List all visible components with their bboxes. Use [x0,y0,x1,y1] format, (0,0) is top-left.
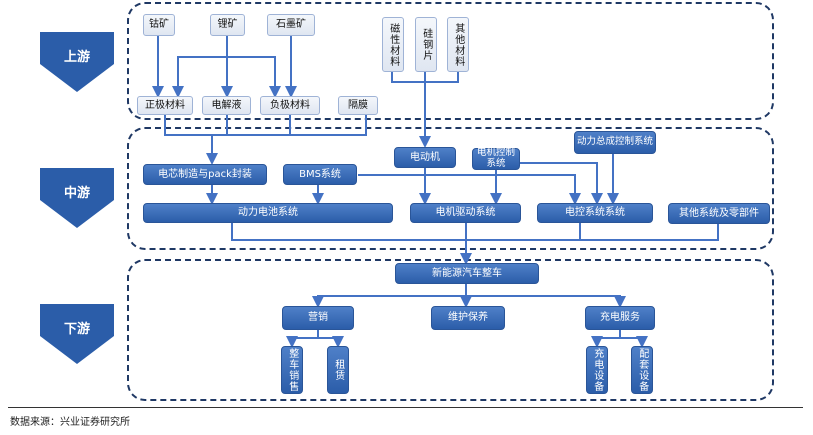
electronic-control-node: 电控系统系统 [537,203,653,223]
midstream-chevron: 中游 [40,168,114,228]
other-parts-node: 其他系统及零部件 [668,203,770,224]
cobalt-mine-node: 钴矿 [143,14,175,36]
magnetic-material-node: 磁性材料 [382,17,404,72]
separator-node: 隔膜 [338,96,378,115]
cathode-material-node: 正极材料 [137,96,193,115]
other-materials-node: 其他材料 [447,17,469,72]
motor-drive-node: 电机驱动系统 [410,203,521,223]
silicon-steel-node: 硅钢片 [415,17,437,72]
graphite-mine-node: 石墨矿 [267,14,315,36]
charging-equipment-node: 充电设备 [586,346,608,394]
motor-node: 电动机 [394,147,456,168]
upstream-zone [127,2,774,120]
midstream-label: 中游 [63,186,90,201]
lithium-mine-node: 锂矿 [210,14,245,36]
new-energy-vehicle-node: 新能源汽车整车 [395,263,539,284]
electrolyte-node: 电解液 [202,96,251,115]
vehicle-sales-node: 整车销售 [281,346,303,394]
motor-control-node: 电机控制系统 [472,147,520,170]
charging-service-node: 充电服务 [585,306,655,330]
source-note: 数据来源：兴业证券研究所 [10,417,130,428]
footer-rule [8,407,803,408]
anode-material-node: 负极材料 [260,96,320,115]
powertrain-control-node: 动力总成控制系统 [574,131,656,154]
upstream-label: 上游 [63,50,90,65]
sales-node: 营销 [282,306,354,330]
maintenance-node: 维护保养 [431,306,505,330]
supporting-equipment-node: 配套设备 [631,346,653,394]
bms-node: BMS系统 [283,164,357,185]
downstream-zone [127,259,774,401]
downstream-label: 下游 [63,322,90,337]
upstream-chevron: 上游 [40,32,114,92]
leasing-node: 租赁 [327,346,349,394]
midstream-zone [127,127,774,250]
downstream-chevron: 下游 [40,304,114,364]
battery-system-node: 动力电池系统 [143,203,393,223]
cell-pack-node: 电芯制造与pack封装 [143,164,267,185]
